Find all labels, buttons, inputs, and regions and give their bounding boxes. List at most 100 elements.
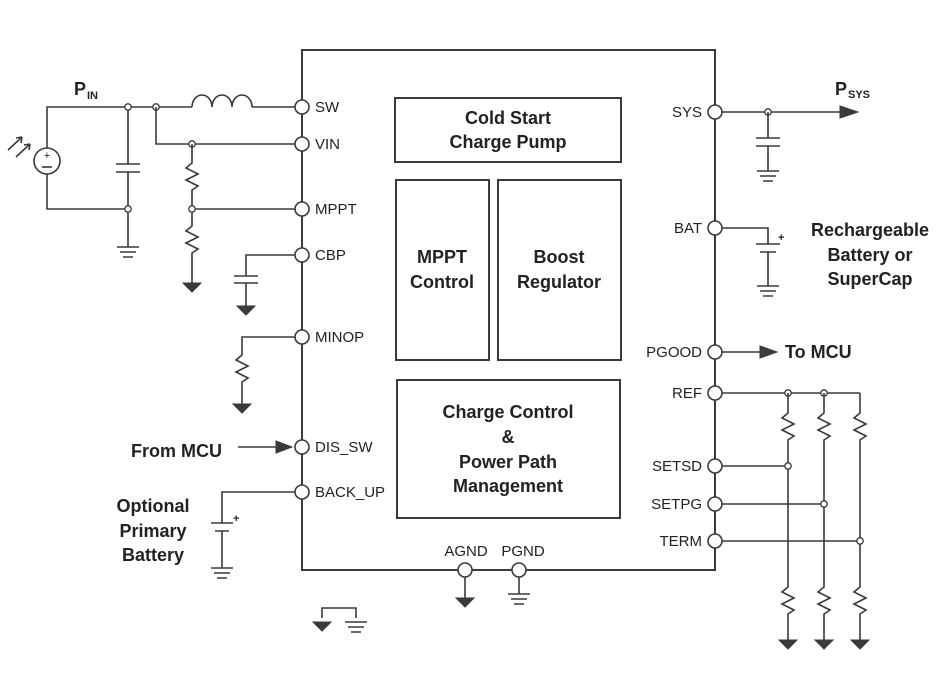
boost-label-2: Regulator xyxy=(517,272,601,292)
primary-battery-label-1: Optional xyxy=(117,496,190,516)
mppt-control-block: MPPT Control xyxy=(395,179,490,361)
battery-label-1: Rechargeable xyxy=(811,220,929,240)
pin-sw xyxy=(294,99,310,115)
boost-label-1: Boost xyxy=(534,247,585,267)
term-ground-icon xyxy=(849,639,871,650)
primary-battery-ground-icon xyxy=(211,567,233,579)
psys-arrow-icon xyxy=(839,105,860,119)
pin-label-sw: SW xyxy=(315,99,340,116)
right-pins: SYS BAT PGOOD REF SETSD SETPG TERM xyxy=(646,104,723,550)
pin-agnd xyxy=(457,562,473,578)
from-mcu-label: From MCU xyxy=(131,441,222,461)
pin-label-ref: REF xyxy=(672,385,702,402)
svg-text:+: + xyxy=(44,150,50,162)
pin-label-minop: MINOP xyxy=(315,329,364,346)
to-mcu-label: To MCU xyxy=(785,342,852,362)
legend-signal-ground-icon xyxy=(311,621,333,632)
pin-label-dis-sw: DIS_SW xyxy=(315,439,373,456)
sys-ground-icon xyxy=(757,170,779,182)
primary-battery-label-2: Primary xyxy=(119,521,186,541)
cold-start-label-1: Cold Start xyxy=(465,108,551,128)
light-arrows-icon xyxy=(7,136,31,158)
charge-label-1: Charge Control xyxy=(442,402,573,422)
minop-resistor-icon xyxy=(234,336,295,404)
pin-label-setpg: SETPG xyxy=(651,496,702,513)
setsd-ground-icon xyxy=(777,639,799,650)
charge-label-2: & xyxy=(502,427,515,447)
pgnd-ground-icon xyxy=(508,593,530,605)
primary-battery-icon xyxy=(211,491,295,568)
pin-vin xyxy=(294,136,310,152)
sys-output-section: P SYS xyxy=(722,79,870,182)
pin-label-vin: VIN xyxy=(315,136,340,153)
pin-pgnd xyxy=(511,562,527,578)
pin-minop xyxy=(294,329,310,345)
pin-label-agnd: AGND xyxy=(444,543,488,560)
term-resistor-icon xyxy=(852,393,868,640)
pin-ref xyxy=(707,385,723,401)
from-mcu-arrow-icon xyxy=(275,440,294,454)
pin-term xyxy=(707,533,723,549)
ground-legend xyxy=(311,607,367,633)
battery-label-2: Battery or xyxy=(827,245,912,265)
legend-power-ground-icon xyxy=(345,621,367,633)
rechargeable-battery-icon xyxy=(722,227,780,286)
setsd-resistor-icon xyxy=(780,393,796,640)
pin-setsd xyxy=(707,458,723,474)
charge-label-4: Management xyxy=(453,476,563,496)
sys-capacitor-icon xyxy=(756,112,780,171)
inductor-icon xyxy=(191,94,253,108)
agnd-ground-icon xyxy=(454,597,476,608)
cold-start-label-2: Charge Pump xyxy=(449,132,566,152)
boost-regulator-block: Boost Regulator xyxy=(497,179,622,361)
pin-label-mppt: MPPT xyxy=(315,201,357,218)
ref-divider-network xyxy=(722,389,871,650)
cbp-ground-icon xyxy=(235,305,257,316)
pin-pgood xyxy=(707,344,723,360)
setpg-ground-icon xyxy=(813,639,835,650)
mppt-label-2: Control xyxy=(410,272,474,292)
divider-resistor-icon xyxy=(184,144,200,283)
to-mcu-arrow-icon xyxy=(759,345,779,359)
minop-ground-icon xyxy=(231,403,253,414)
pin-mppt xyxy=(294,201,310,217)
pin-label-pgnd: PGND xyxy=(501,543,545,560)
cbp-capacitor-icon xyxy=(234,254,295,306)
primary-battery-label-3: Battery xyxy=(122,545,184,565)
pin-setpg xyxy=(707,496,723,512)
psys-title-sub: SYS xyxy=(848,89,870,101)
pin-dis-sw xyxy=(294,439,310,455)
battery-label-3: SuperCap xyxy=(827,269,912,289)
pin-title-sub: IN xyxy=(87,90,98,102)
divider-ground-icon xyxy=(181,282,203,293)
battery-ground-icon xyxy=(757,285,779,297)
psys-title: P xyxy=(835,79,847,99)
primary-battery-section: Optional Primary Battery + xyxy=(117,491,295,579)
mppt-label-1: MPPT xyxy=(417,247,467,267)
to-mcu-section: To MCU xyxy=(722,342,852,362)
battery-section: + Rechargeable Battery or SuperCap xyxy=(722,220,929,297)
cold-start-block: Cold Start Charge Pump xyxy=(394,97,622,163)
pin-sys xyxy=(707,104,723,120)
setpg-resistor-icon xyxy=(816,393,832,640)
from-mcu-section: From MCU xyxy=(131,440,294,461)
pin-label-term: TERM xyxy=(660,533,703,550)
svg-text:+: + xyxy=(778,232,784,244)
input-section: P IN + xyxy=(7,79,295,414)
pin-back-up xyxy=(294,484,310,500)
pin-label-back-up: BACK_UP xyxy=(315,484,385,501)
pin-label-sys: SYS xyxy=(672,104,702,121)
pin-label-pgood: PGOOD xyxy=(646,344,702,361)
charge-control-block: Charge Control & Power Path Management xyxy=(396,379,621,519)
left-pins: SW VIN MPPT CBP MINOP DIS_SW BACK_UP xyxy=(294,99,385,501)
pin-label-cbp: CBP xyxy=(315,247,346,264)
svg-text:+: + xyxy=(233,513,239,525)
pin-label-setsd: SETSD xyxy=(652,458,702,475)
pin-label-bat: BAT xyxy=(674,220,702,237)
charge-label-3: Power Path xyxy=(459,452,557,472)
pin-title: P xyxy=(74,79,86,99)
pin-bat xyxy=(707,220,723,236)
input-ground-icon xyxy=(117,246,139,258)
bottom-pins: AGND PGND xyxy=(444,543,545,608)
